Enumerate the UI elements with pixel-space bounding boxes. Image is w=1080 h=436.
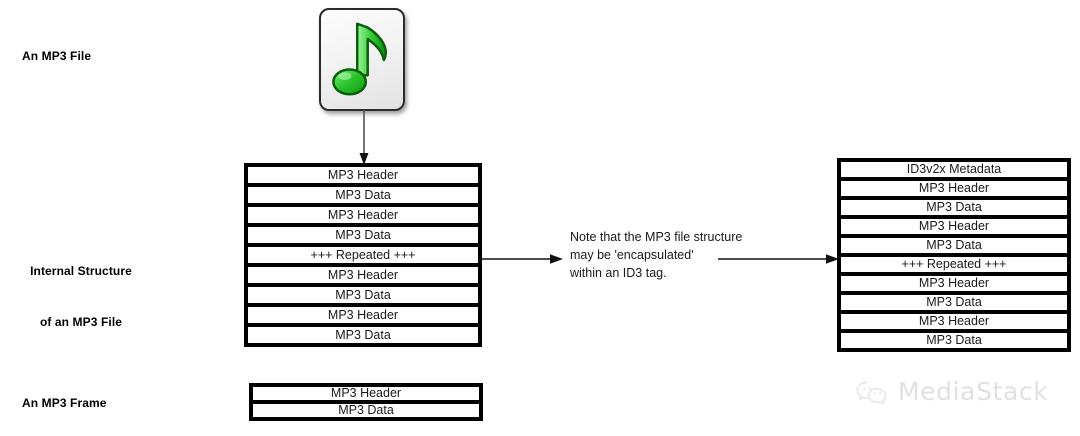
stack-row: MP3 Header <box>840 180 1068 197</box>
watermark: MediaStack <box>855 377 1048 406</box>
stack-row: MP3 Data <box>252 403 480 418</box>
watermark-text: MediaStack <box>898 377 1049 406</box>
arrow-structure-to-note-icon <box>482 250 564 268</box>
stack-row: MP3 Data <box>840 237 1068 254</box>
stack-row: +++ Repeated +++ <box>247 246 479 264</box>
encapsulation-note-line3: within an ID3 tag. <box>570 266 667 280</box>
stack-row: MP3 Header <box>840 313 1068 330</box>
encapsulation-note-line2: may be 'encapsulated' <box>570 248 694 262</box>
stack-row: MP3 Data <box>840 294 1068 311</box>
note-stem-flag <box>355 22 387 77</box>
stack-row: MP3 Data <box>840 332 1068 349</box>
stack-row: MP3 Data <box>840 199 1068 216</box>
stack-row: MP3 Header <box>247 166 479 184</box>
stack-row: MP3 Header <box>247 206 479 224</box>
stack-row: MP3 Header <box>252 386 480 401</box>
stack-row: MP3 Data <box>247 326 479 344</box>
label-internal-structure: Internal Structure of an MP3 File <box>6 229 156 365</box>
stack-row: MP3 Header <box>247 266 479 284</box>
label-an-mp3-file: An MP3 File <box>22 49 92 63</box>
stack-row: MP3 Header <box>247 306 479 324</box>
stack-row: MP3 Data <box>247 226 479 244</box>
wechat-logo-icon <box>855 379 889 405</box>
stack-row: +++ Repeated +++ <box>840 256 1068 273</box>
stack-row: MP3 Header <box>840 275 1068 292</box>
encapsulation-note-line1: Note that the MP3 file structure <box>570 230 743 244</box>
label-an-mp3-frame: An MP3 Frame <box>22 396 107 410</box>
stack-row: MP3 Header <box>840 218 1068 235</box>
arrow-file-to-structure-icon <box>350 110 378 166</box>
label-internal-structure-line1: Internal Structure <box>30 264 132 278</box>
stack-row: MP3 Data <box>247 286 479 304</box>
encapsulation-note: Note that the MP3 file structure may be … <box>570 228 743 282</box>
label-internal-structure-line2: of an MP3 File <box>39 315 123 329</box>
stack-row: MP3 Data <box>247 186 479 204</box>
stack-row: ID3v2x Metadata <box>840 161 1068 178</box>
note-head-highlight <box>338 72 352 80</box>
note-head <box>332 68 368 96</box>
mp3-file-icon <box>319 8 405 111</box>
arrow-note-to-id3-icon <box>718 250 840 268</box>
